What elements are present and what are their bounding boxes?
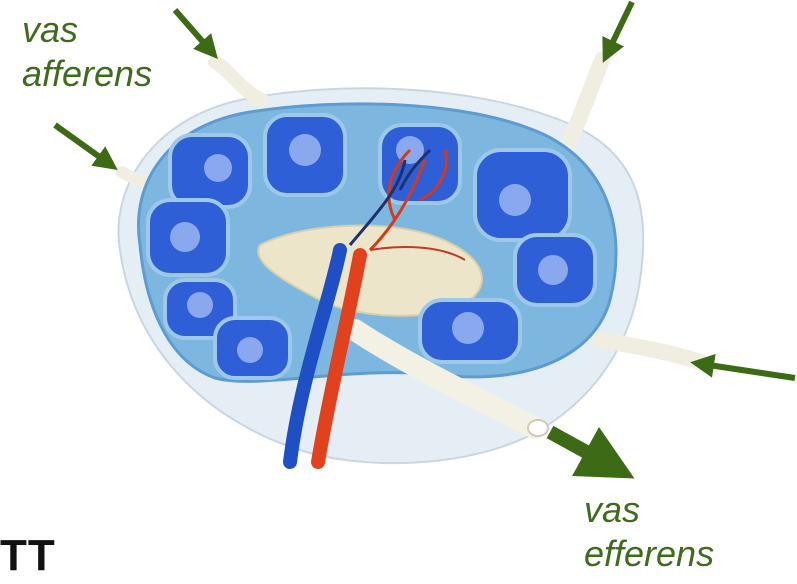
- arrow-icon: [702, 364, 795, 378]
- afferent-vessel-top-left: [215, 62, 262, 100]
- arrow-icon: [175, 10, 210, 50]
- corner-text-fragment: TT: [0, 528, 56, 584]
- afferent-label-line2: afferens: [22, 52, 152, 96]
- germinal-center: [187, 292, 213, 318]
- arrow-icon: [55, 125, 108, 163]
- germinal-center: [237, 337, 263, 363]
- efferent-label-line1: vas: [584, 488, 714, 532]
- arrow-icon: [608, 2, 632, 52]
- germinal-center: [452, 312, 484, 344]
- efferent-label-line2: efferens: [584, 532, 714, 576]
- efferent-vessel-opening: [528, 420, 548, 436]
- arrow-icon: [550, 432, 610, 465]
- germinal-center: [499, 184, 531, 216]
- germinal-center: [204, 154, 232, 182]
- germinal-center: [538, 255, 568, 285]
- germinal-center: [170, 222, 200, 252]
- efferent-label: vas efferens: [584, 488, 714, 576]
- afferent-label: vas afferens: [22, 8, 152, 96]
- germinal-center: [289, 134, 321, 166]
- afferent-label-line1: vas: [22, 8, 152, 52]
